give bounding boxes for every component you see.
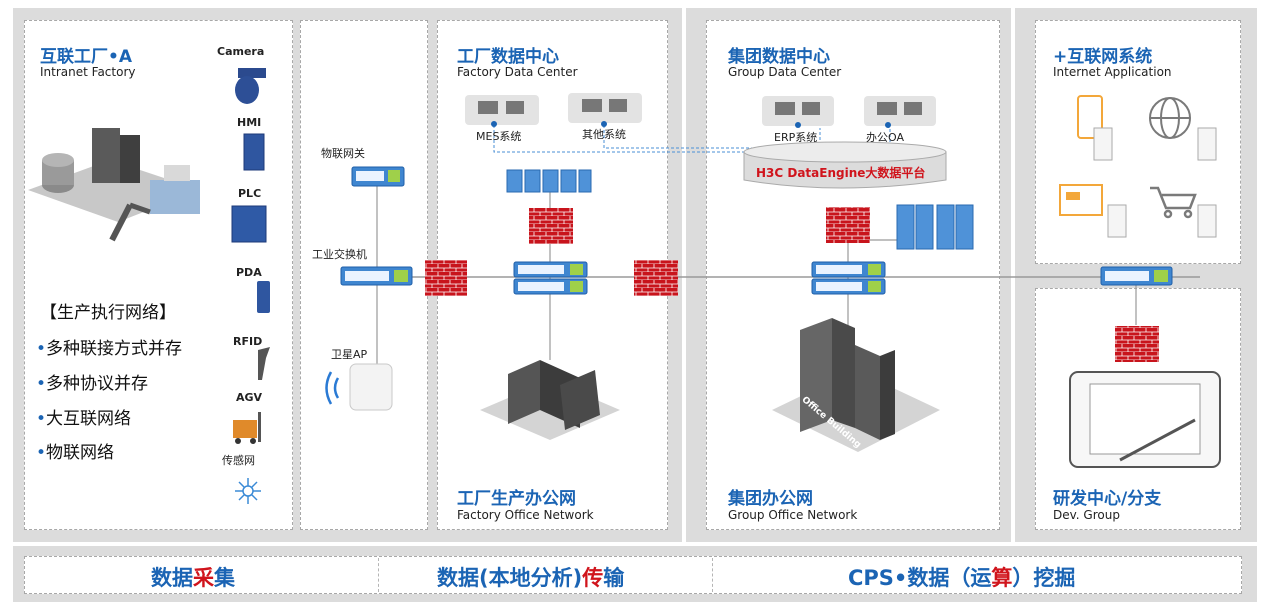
- hmi-device: [243, 133, 265, 171]
- group-office-subtitle: Group Office Network: [728, 508, 858, 522]
- industrial-switch-label: 工业交换机: [312, 248, 367, 261]
- dev-title: 研发中心/分支: [1053, 489, 1162, 509]
- factory-bullet-4: •物联网络: [36, 443, 115, 463]
- system-box-other: [568, 93, 642, 127]
- panel-intranet-factory: [24, 20, 293, 530]
- group-office-building: [772, 318, 940, 452]
- system-box-erp: [762, 96, 834, 128]
- firewall-1: [425, 260, 467, 296]
- device-label-camera: Camera: [217, 45, 265, 58]
- system-box-mes: [465, 95, 539, 127]
- data-platform-cylinder: [743, 141, 947, 189]
- handset-2-icon: [1197, 127, 1217, 161]
- factory-dc-title: 工厂数据中心: [457, 47, 559, 67]
- device-label-hmi: HMI: [237, 116, 262, 129]
- system-box-oa: [864, 96, 936, 128]
- browser-icon: [1059, 184, 1103, 216]
- group-office-title: 集团办公网: [728, 489, 813, 509]
- switch-group-core: [811, 261, 886, 295]
- group-dc-servers: [896, 204, 974, 250]
- switch-factory-core: [513, 261, 588, 295]
- system-label-erp: ERP系统: [774, 131, 818, 144]
- system-label-other: 其他系统: [582, 128, 626, 141]
- dev-tablet: [1069, 371, 1221, 468]
- factory-dc-servers: [506, 169, 592, 193]
- system-label-oa: 办公OA: [866, 131, 904, 144]
- firewall-2: [634, 260, 678, 296]
- data-link-mes: [493, 125, 821, 153]
- factory-dc-subtitle: Factory Data Center: [457, 65, 578, 79]
- agv-device: [233, 412, 261, 444]
- group-dc-title: 集团数据中心: [728, 47, 830, 67]
- factory-office-building: [480, 360, 620, 440]
- factory-title: 互联工厂•A: [40, 47, 133, 67]
- pda-device: [257, 281, 270, 313]
- device-label-sensor: 传感网: [222, 454, 255, 467]
- factory-office-subtitle: Factory Office Network: [457, 508, 594, 522]
- bottom-segment-mining: CPS•数据（运算）挖掘: [848, 566, 1076, 590]
- dev-subtitle: Dev. Group: [1053, 508, 1120, 522]
- switch-dev: [1100, 266, 1173, 286]
- handset-1-icon: [1093, 127, 1113, 161]
- bottom-segment-collection: 数据采集: [151, 566, 235, 590]
- handset-4-icon: [1197, 204, 1217, 238]
- factory-bullet-3: •大互联网络: [36, 409, 132, 429]
- iot-gateway-label: 物联网关: [321, 147, 365, 160]
- camera-device: [235, 68, 266, 104]
- cart-icon: [1150, 186, 1197, 219]
- sensor-network-device: [235, 478, 261, 504]
- device-label-agv: AGV: [236, 391, 263, 404]
- internet-subtitle: Internet Application: [1053, 65, 1172, 79]
- factory-subtitle: Intranet Factory: [40, 65, 136, 79]
- bottom-divider-2: [712, 558, 713, 592]
- internet-title: +互联网系统: [1053, 47, 1153, 67]
- device-label-rfid: RFID: [233, 335, 263, 348]
- globe-icon: [1149, 97, 1191, 139]
- panel-bottom-bar: [24, 556, 1242, 594]
- group-dc-subtitle: Group Data Center: [728, 65, 842, 79]
- factory-bullet-1: •多种联接方式并存: [36, 339, 183, 359]
- handset-3-icon: [1107, 204, 1127, 238]
- data-link-other: [603, 125, 891, 149]
- satellite-ap-label: 卫星AP: [331, 348, 368, 361]
- data-platform-label: H3C DataEngine大数据平台: [756, 166, 926, 180]
- bottom-divider-1: [378, 558, 379, 592]
- system-label-mes: MES系统: [476, 130, 522, 143]
- device-label-pda: PDA: [236, 266, 262, 279]
- factory-bullet-2: •多种协议并存: [36, 374, 149, 394]
- factory-illustration: [28, 128, 200, 242]
- factory-office-title: 工厂生产办公网: [457, 489, 576, 509]
- firewall-4: [826, 207, 870, 243]
- rfid-device: [258, 347, 270, 380]
- device-label-plc: PLC: [238, 187, 262, 200]
- factory-network-heading: 【生产执行网络】: [40, 303, 176, 323]
- bottom-segment-transport: 数据(本地分析)传输: [437, 566, 625, 590]
- switch-iot-gateway: [351, 166, 405, 187]
- firewall-5: [1115, 326, 1159, 362]
- satellite-ap-device: [325, 363, 393, 411]
- firewall-3: [529, 208, 573, 244]
- switch-industrial: [340, 266, 413, 286]
- plc-device: [231, 205, 267, 243]
